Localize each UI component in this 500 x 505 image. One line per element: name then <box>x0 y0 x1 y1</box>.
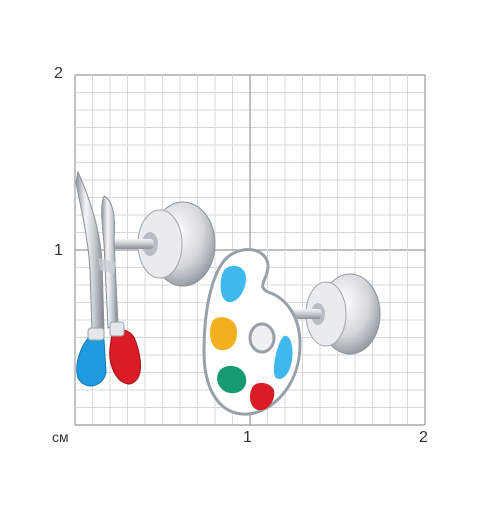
palette-earring <box>202 248 302 416</box>
brush-earring <box>75 170 141 387</box>
unit-label: см <box>52 429 69 445</box>
brush-earring-back <box>112 201 216 287</box>
y-axis-label-1: 1 <box>54 242 63 259</box>
y-axis-label-2: 2 <box>54 65 63 82</box>
x-axis-label-1: 1 <box>243 429 252 446</box>
x-axis-label-2: 2 <box>419 429 428 446</box>
